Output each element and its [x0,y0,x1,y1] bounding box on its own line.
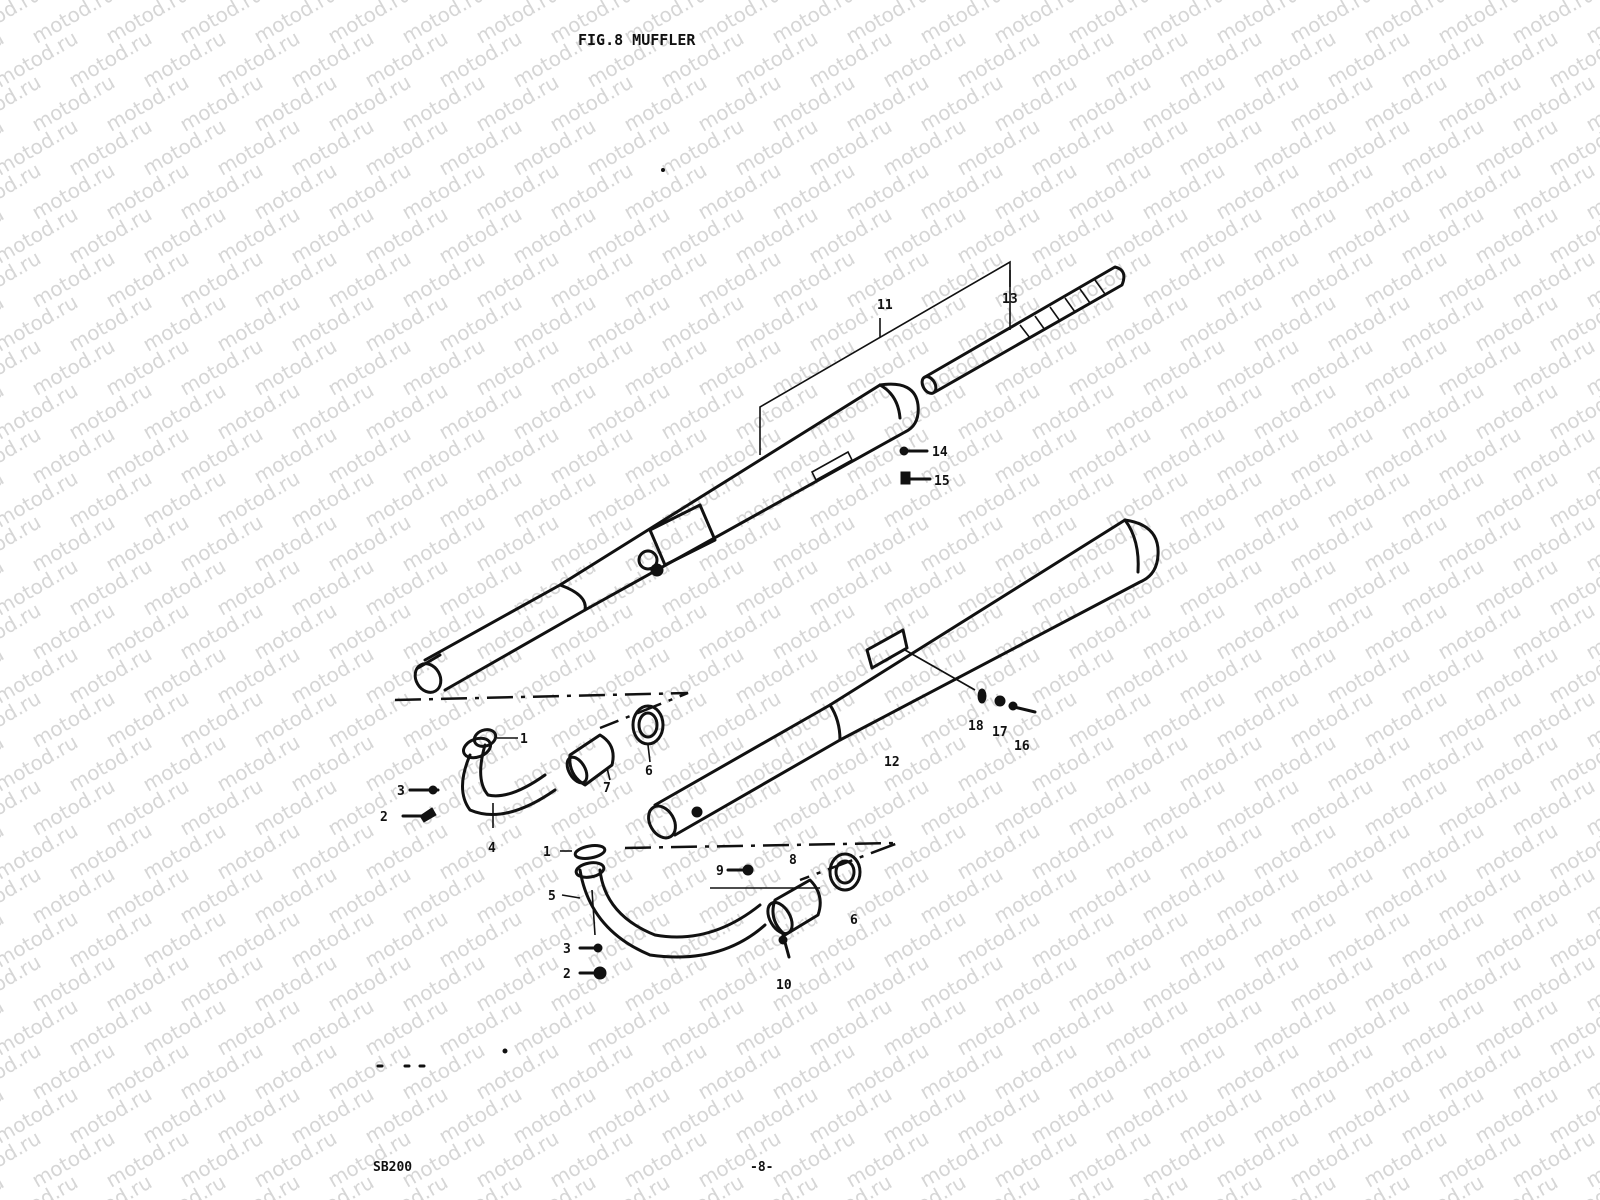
callout-12: 12 [884,755,900,770]
callout-7: 7 [603,781,611,796]
callout-5: 5 [548,889,556,904]
callout-9: 9 [716,864,724,879]
exhaust-pipe-upper [394,691,689,828]
callout-17: 17 [992,725,1008,740]
figure-title: FIG.8 MUFFLER [578,31,696,49]
callout-6-lower: 6 [850,913,858,928]
callout-18: 18 [968,719,984,734]
model-code: SB200 [373,1160,412,1175]
callout-11: 11 [877,298,893,313]
right-muffler [647,518,1160,840]
callout-15: 15 [934,474,950,489]
callout-6-upper: 6 [645,764,653,779]
callout-2-upper: 2 [380,810,388,825]
callout-2-lower: 2 [563,967,571,982]
callout-1-upper: 1 [520,732,528,747]
callout-3-upper: 3 [397,784,405,799]
callout-14: 14 [932,445,948,460]
callout-4: 4 [488,841,496,856]
callout-8: 8 [789,853,797,868]
callout-10: 10 [776,978,792,993]
exhaust-pipe-lower [560,841,899,980]
callout-13: 13 [1002,292,1018,307]
stray-marks [376,168,665,1068]
screw-washer-group [899,446,932,485]
left-muffler [413,260,1011,694]
callout-3-lower: 3 [563,942,571,957]
baffle-tube [920,265,1126,395]
callout-16: 16 [1014,739,1030,754]
callout-labels: 11 13 14 15 1 3 2 4 7 6 12 18 17 16 1 8 … [380,292,1030,993]
page-number: -8- [750,1160,773,1175]
callout-1-lower: 1 [543,845,551,860]
